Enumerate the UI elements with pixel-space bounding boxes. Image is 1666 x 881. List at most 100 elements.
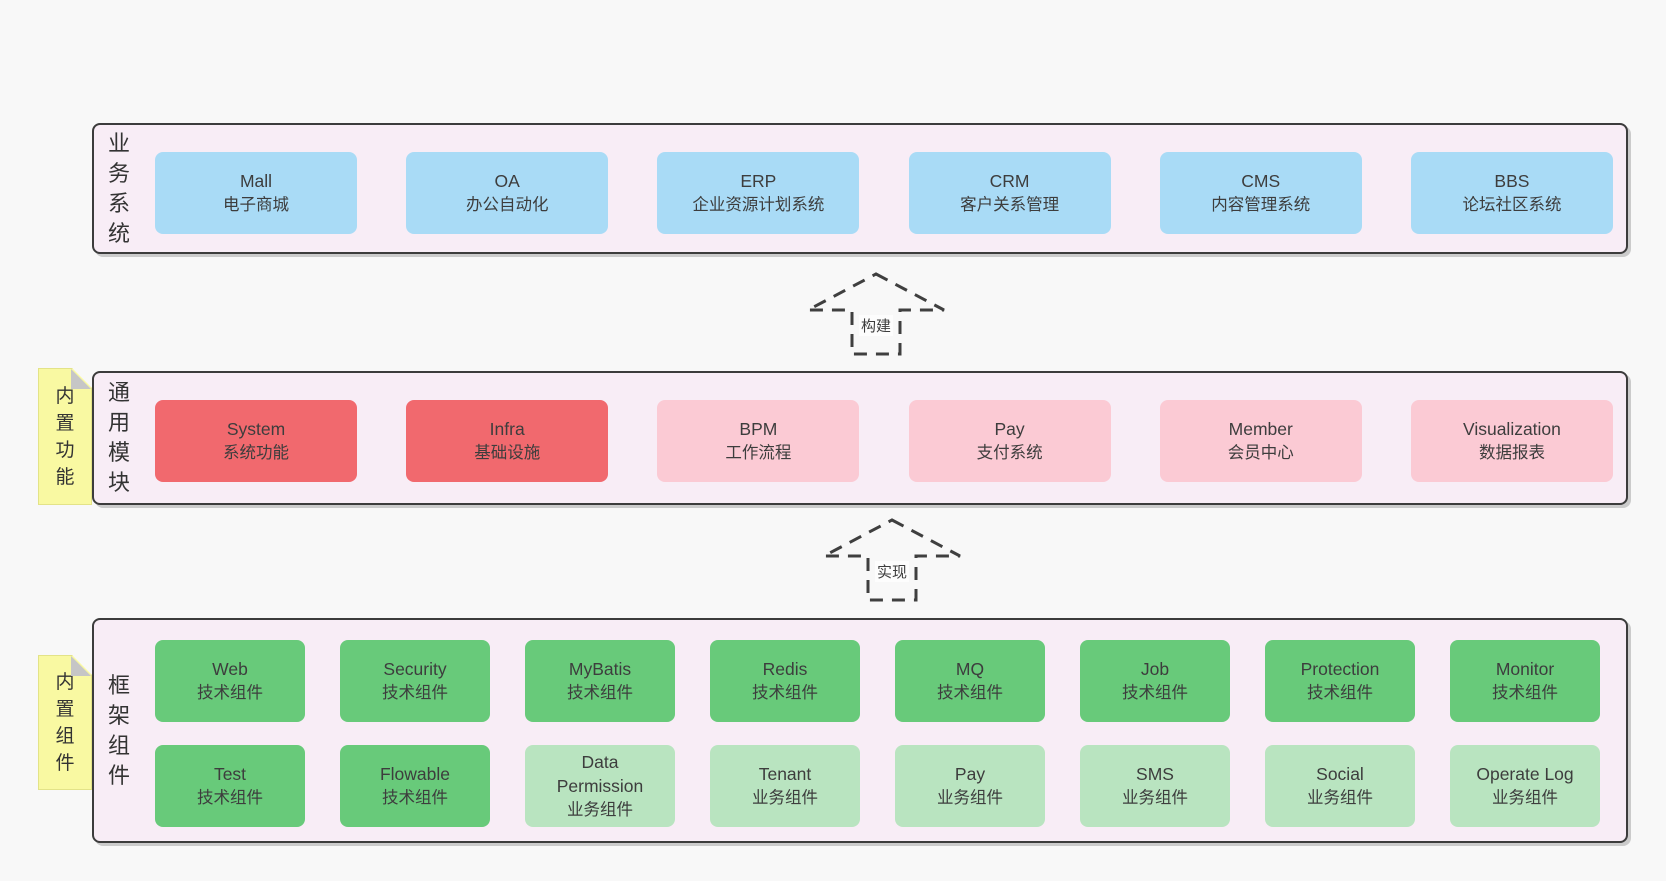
box-subtitle: 技术组件 (197, 789, 263, 807)
up-arrow-icon (823, 518, 961, 602)
box-cms: CMS 内容管理系统 (1159, 152, 1362, 234)
box-subtitle: 业务组件 (1492, 789, 1558, 807)
sticky-note-label: 内置功能 (55, 385, 75, 488)
box-subtitle: 业务组件 (937, 789, 1003, 807)
box-title: MyBatis (568, 659, 632, 679)
box-title: CMS (1241, 171, 1281, 191)
box-title: MQ (955, 659, 985, 679)
box-title: BBS (1494, 171, 1530, 191)
box-data-permission: Data Permission 业务组件 (525, 745, 675, 827)
box-redis: Redis 技术组件 (710, 640, 860, 722)
box-visualization: Visualization 数据报表 (1410, 400, 1613, 482)
box-security: Security 技术组件 (340, 640, 490, 722)
box-title: Mall (239, 171, 273, 191)
box-subtitle: 电子商城 (223, 196, 289, 214)
box-title: Redis (762, 659, 808, 679)
box-title: BPM (739, 419, 778, 439)
box-test: Test 技术组件 (155, 745, 305, 827)
box-subtitle: 企业资源计划系统 (692, 196, 825, 214)
box-subtitle: 支付系统 (976, 444, 1043, 462)
box-title: Social (1316, 764, 1364, 784)
box-mq: MQ 技术组件 (895, 640, 1045, 722)
box-subtitle: 技术组件 (937, 684, 1003, 702)
box-job: Job 技术组件 (1080, 640, 1230, 722)
box-title: Visualization (1462, 419, 1561, 439)
box-title: Data Permission (556, 752, 644, 796)
box-subtitle: 技术组件 (1307, 684, 1373, 702)
arrow-label: 实现 (874, 561, 910, 582)
box-title: Pay (994, 419, 1025, 439)
box-subtitle: 技术组件 (752, 684, 818, 702)
arrow-build: 构建 (804, 271, 948, 357)
box-web: Web 技术组件 (155, 640, 305, 722)
box-row: Web 技术组件 Security 技术组件 MyBatis 技术组件 Redi… (155, 640, 1600, 722)
arrow-implement: 实现 (820, 517, 964, 603)
box-subtitle: 技术组件 (197, 684, 263, 702)
box-title: System (226, 419, 286, 439)
box-monitor: Monitor 技术组件 (1450, 640, 1600, 722)
band-common-modules: 通用模块 System 系统功能 Infra 基础设施 BPM 工作流程 Pay… (92, 371, 1628, 505)
box-system: System 系统功能 (155, 400, 357, 482)
box-title: Monitor (1495, 659, 1555, 679)
box-title: Security (383, 659, 447, 679)
folded-corner-icon (71, 656, 91, 676)
band-business-systems: 业务系统 Mall 电子商城 OA 办公自动化 ERP 企业资源计划系统 CRM… (92, 123, 1628, 254)
box-subtitle: 技术组件 (1492, 684, 1558, 702)
box-erp: ERP 企业资源计划系统 (657, 152, 860, 234)
box-subtitle: 业务组件 (1307, 789, 1373, 807)
arrow-label: 构建 (858, 315, 894, 336)
box-title: Protection (1300, 659, 1380, 679)
box-crm: CRM 客户关系管理 (908, 152, 1111, 234)
box-title: Infra (489, 419, 525, 439)
box-subtitle: 技术组件 (382, 684, 448, 702)
box-operate-log: Operate Log 业务组件 (1450, 745, 1600, 827)
box-member: Member 会员中心 (1159, 400, 1362, 482)
box-tenant: Tenant 业务组件 (710, 745, 860, 827)
box-subtitle: 论坛社区系统 (1462, 196, 1562, 214)
box-subtitle: 基础设施 (474, 444, 541, 462)
box-row: Mall 电子商城 OA 办公自动化 ERP 企业资源计划系统 CRM 客户关系… (155, 152, 1613, 234)
box-subtitle: 数据报表 (1478, 444, 1545, 462)
box-title: Web (212, 659, 248, 679)
sticky-note-label: 内置组件 (55, 671, 75, 774)
box-subtitle: 技术组件 (567, 684, 633, 702)
box-subtitle: 客户关系管理 (960, 196, 1060, 214)
box-subtitle: 会员中心 (1227, 444, 1294, 462)
box-title: Test (213, 764, 247, 784)
box-flowable: Flowable 技术组件 (340, 745, 490, 827)
band-label: 业务系统 (108, 130, 131, 246)
box-subtitle: 技术组件 (1122, 684, 1188, 702)
band-label: 框架组件 (108, 672, 131, 788)
box-pay-module: Pay 支付系统 (908, 400, 1111, 482)
box-subtitle: 系统功能 (223, 444, 289, 462)
box-subtitle: 内容管理系统 (1211, 196, 1311, 214)
up-arrow-icon (807, 272, 945, 356)
box-title: Job (1140, 659, 1170, 679)
box-title: OA (494, 171, 520, 191)
band-framework-components: 框架组件 Web 技术组件 Security 技术组件 MyBatis 技术组件… (92, 618, 1628, 843)
box-title: CRM (989, 171, 1030, 191)
box-subtitle: 办公自动化 (465, 196, 549, 214)
box-mybatis: MyBatis 技术组件 (525, 640, 675, 722)
box-protection: Protection 技术组件 (1265, 640, 1415, 722)
box-title: SMS (1136, 764, 1174, 784)
box-title: Operate Log (1476, 764, 1574, 784)
box-sms: SMS 业务组件 (1080, 745, 1230, 827)
box-title: ERP (740, 171, 777, 191)
box-subtitle: 业务组件 (752, 789, 818, 807)
box-social: Social 业务组件 (1265, 745, 1415, 827)
box-title: Tenant (758, 764, 812, 784)
folded-corner-icon (71, 369, 91, 389)
box-subtitle: 业务组件 (1122, 789, 1188, 807)
box-bpm: BPM 工作流程 (657, 400, 860, 482)
box-infra: Infra 基础设施 (406, 400, 609, 482)
box-title: Member (1228, 419, 1293, 439)
sticky-note-built-in-features: 内置功能 (38, 368, 92, 505)
box-row: Test 技术组件 Flowable 技术组件 Data Permission … (155, 745, 1600, 827)
box-subtitle: 业务组件 (567, 801, 633, 819)
sticky-note-built-in-components: 内置组件 (38, 655, 92, 790)
box-oa: OA 办公自动化 (406, 152, 609, 234)
box-title: Flowable (379, 764, 451, 784)
box-row: System 系统功能 Infra 基础设施 BPM 工作流程 Pay 支付系统… (155, 400, 1613, 482)
